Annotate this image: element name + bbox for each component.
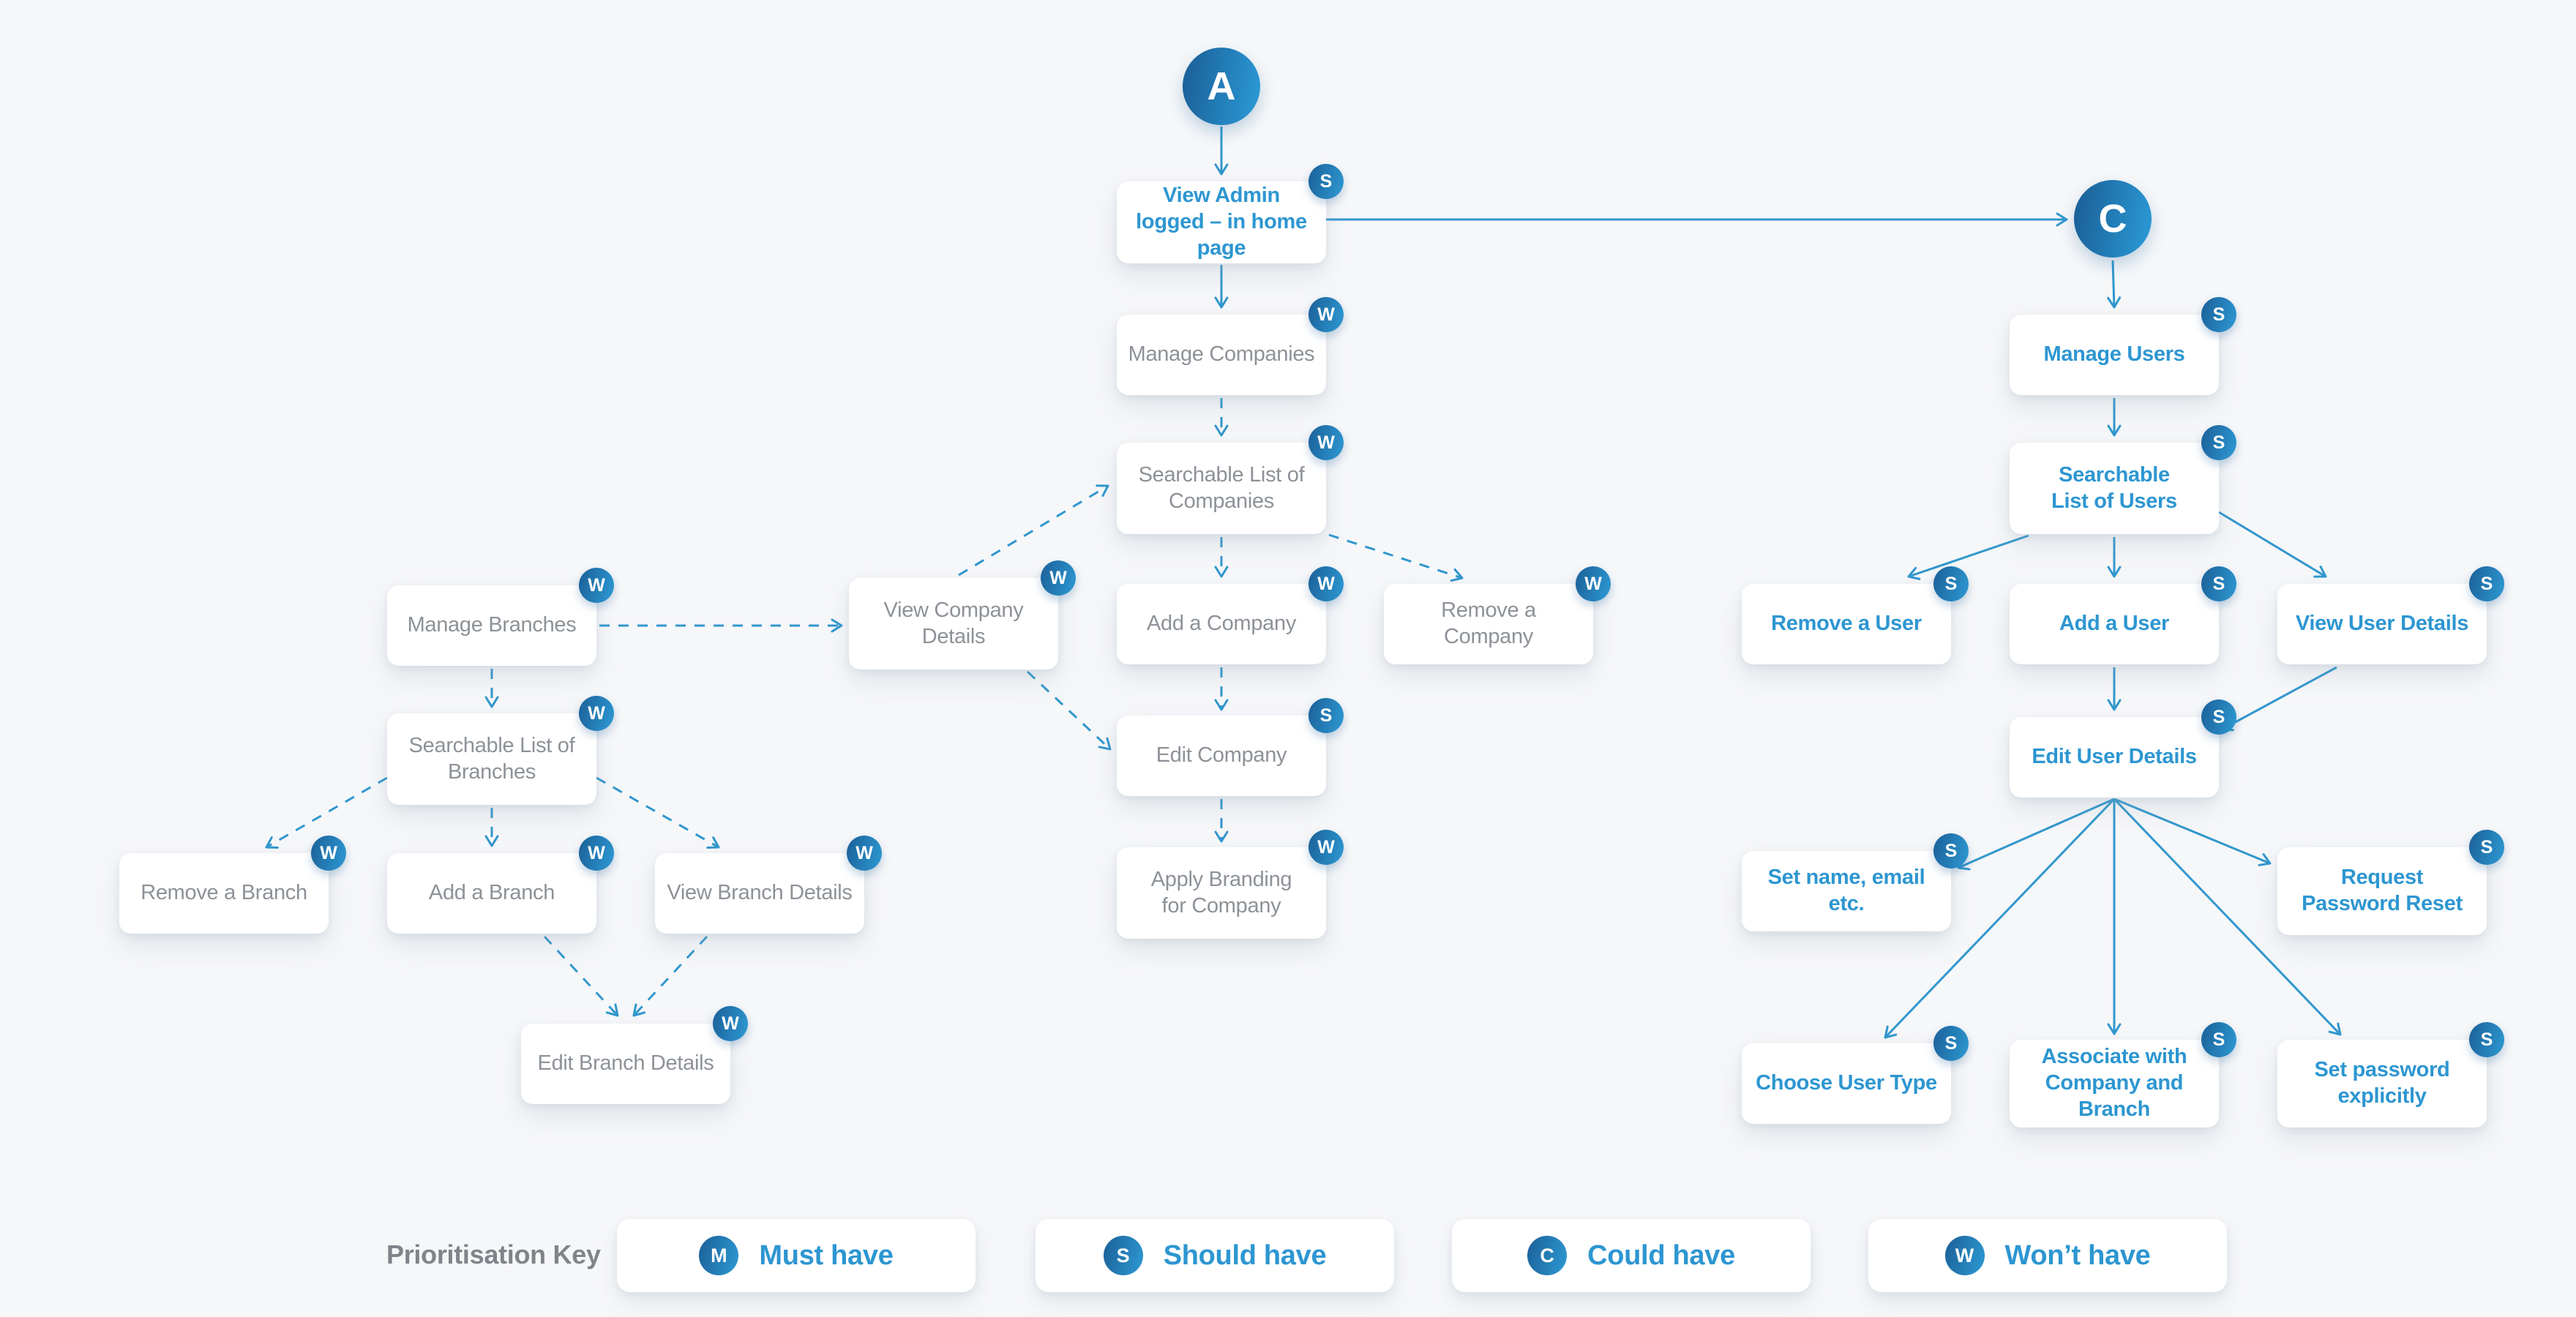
legend-item-wont-have: W Won’t have bbox=[1868, 1219, 2227, 1292]
node-label: Apply Branding for Company bbox=[1150, 867, 1292, 918]
priority-badge: S bbox=[1933, 833, 1969, 868]
priority-badge: W bbox=[847, 836, 882, 871]
priority-badge: W bbox=[1308, 297, 1344, 332]
node-label: Set name, email etc. bbox=[1767, 866, 1925, 915]
node-label: Remove a Branch bbox=[141, 881, 307, 905]
priority-badge: S bbox=[2201, 297, 2236, 332]
priority-badge: W bbox=[579, 568, 614, 603]
priority-badge: S bbox=[2201, 566, 2236, 601]
node-remove-a-company: Remove a Company W bbox=[1384, 566, 1611, 664]
priority-badge: W bbox=[1041, 560, 1076, 596]
node-label: Request Password Reset bbox=[2302, 866, 2463, 915]
priority-badge: S bbox=[2469, 1022, 2504, 1057]
node-label: Searchable List of Companies bbox=[1138, 462, 1305, 513]
legend-label-must-have: Must have bbox=[759, 1239, 894, 1271]
legend-item-must-have: M Must have bbox=[617, 1219, 976, 1292]
node-associate-with-company-and-branch: Associate with Company and Branch S bbox=[2010, 1022, 2236, 1127]
node-view-company-details: View Company Details W bbox=[849, 560, 1076, 669]
priority-badge: S bbox=[2201, 1022, 2236, 1057]
priority-badge: W bbox=[713, 1006, 748, 1041]
node-manage-users: Manage Users S bbox=[2010, 297, 2236, 395]
node-remove-a-user: Remove a User S bbox=[1742, 566, 1969, 664]
node-label: Edit User Details bbox=[2032, 745, 2197, 769]
node-label: Searchable List of Users bbox=[2051, 462, 2177, 513]
node-manage-companies: Manage Companies W bbox=[1117, 297, 1344, 395]
priority-badge: W bbox=[1308, 425, 1344, 460]
node-label: Manage Branches bbox=[407, 613, 577, 637]
node-searchable-list-of-users: Searchable List of Users S bbox=[2010, 425, 2236, 534]
legend-label-should-have: Should have bbox=[1163, 1239, 1327, 1271]
legend-badge-s: S bbox=[1103, 1236, 1143, 1275]
node-label: Remove a User bbox=[1771, 612, 1922, 636]
legend-label-wont-have: Won’t have bbox=[2004, 1239, 2151, 1271]
node-label: Set password explicitly bbox=[2314, 1058, 2450, 1108]
node-label: Add a Company bbox=[1146, 612, 1297, 636]
node-view-admin-home: View Admin logged – in home page S bbox=[1117, 164, 1344, 263]
node-label: View Admin logged – in home page bbox=[1136, 184, 1307, 260]
entry-circle-c-label: C bbox=[2098, 197, 2127, 241]
node-manage-branches: Manage Branches W bbox=[387, 568, 614, 666]
legend-item-could-have: C Could have bbox=[1452, 1219, 1811, 1292]
priority-badge: W bbox=[1308, 566, 1344, 601]
node-label: Add a Branch bbox=[428, 881, 555, 905]
node-view-branch-details: View Branch Details W bbox=[655, 836, 882, 934]
node-add-a-company: Add a Company W bbox=[1117, 566, 1344, 664]
priority-badge: S bbox=[2469, 566, 2504, 601]
node-label: View User Details bbox=[2295, 612, 2469, 636]
node-label: Searchable List of Branches bbox=[408, 733, 575, 784]
node-set-password-explicitly: Set password explicitly S bbox=[2277, 1022, 2504, 1127]
priority-badge: W bbox=[311, 836, 346, 871]
priority-badge: S bbox=[1308, 164, 1344, 199]
legend-badge-c: C bbox=[1527, 1236, 1568, 1275]
node-label: Associate with Company and Branch bbox=[2041, 1045, 2187, 1121]
entry-circle-a: A bbox=[1183, 48, 1260, 125]
node-add-a-user: Add a User S bbox=[2010, 566, 2236, 664]
node-label: Add a User bbox=[2059, 612, 2170, 636]
node-apply-branding-for-company: Apply Branding for Company W bbox=[1117, 830, 1344, 939]
priority-badge: W bbox=[1576, 566, 1611, 601]
node-choose-user-type: Choose User Type S bbox=[1742, 1026, 1969, 1124]
node-edit-company: Edit Company S bbox=[1117, 698, 1344, 796]
priority-badge: S bbox=[2201, 699, 2236, 735]
node-edit-branch-details: Edit Branch Details W bbox=[521, 1006, 748, 1104]
priority-badge: W bbox=[1308, 830, 1344, 865]
priority-badge: S bbox=[1933, 566, 1969, 601]
priority-badge: S bbox=[2201, 425, 2236, 460]
node-label: View Company Details bbox=[883, 598, 1024, 648]
node-label: View Branch Details bbox=[667, 881, 853, 905]
priority-badge: W bbox=[579, 836, 614, 871]
node-add-a-branch: Add a Branch W bbox=[387, 836, 614, 934]
node-edit-user-details: Edit User Details S bbox=[2010, 699, 2236, 798]
legend-badge-m: M bbox=[699, 1236, 739, 1275]
node-label: Remove a Company bbox=[1441, 599, 1536, 648]
node-set-name-email-etc: Set name, email etc. S bbox=[1742, 833, 1969, 931]
node-label: Edit Branch Details bbox=[537, 1051, 714, 1076]
legend-label-could-have: Could have bbox=[1587, 1239, 1735, 1271]
node-view-user-details: View User Details S bbox=[2277, 566, 2504, 664]
node-remove-a-branch: Remove a Branch W bbox=[119, 836, 346, 934]
node-label: Edit Company bbox=[1156, 743, 1287, 768]
priority-badge: S bbox=[2469, 830, 2504, 865]
priority-badge: S bbox=[1308, 698, 1344, 733]
legend-title: Prioritisation Key bbox=[386, 1239, 601, 1269]
node-request-password-reset: Request Password Reset S bbox=[2277, 830, 2504, 935]
node-label: Manage Users bbox=[2043, 342, 2185, 367]
entry-circle-c: C bbox=[2074, 180, 2152, 258]
node-label: Choose User Type bbox=[1756, 1071, 1937, 1095]
priority-badge: W bbox=[579, 696, 614, 731]
legend-badge-w: W bbox=[1944, 1236, 1985, 1275]
entry-circle-a-label: A bbox=[1207, 64, 1236, 108]
priority-badge: S bbox=[1933, 1026, 1969, 1061]
node-searchable-list-of-companies: Searchable List of Companies W bbox=[1117, 425, 1344, 534]
node-label: Manage Companies bbox=[1128, 342, 1315, 367]
node-searchable-list-of-branches: Searchable List of Branches W bbox=[387, 696, 614, 805]
legend-item-should-have: S Should have bbox=[1036, 1219, 1394, 1292]
